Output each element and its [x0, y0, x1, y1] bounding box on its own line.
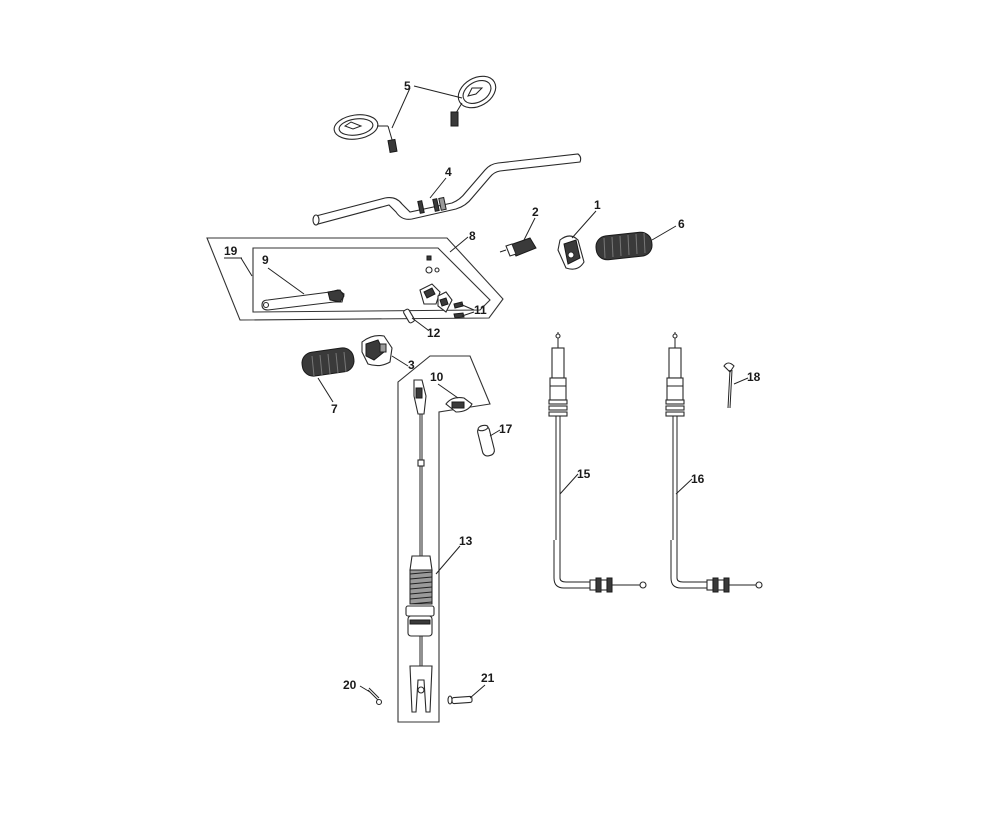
svg-text:9: 9 — [262, 253, 269, 267]
callout-11: 11 — [459, 303, 487, 317]
callout-7: 7 — [317, 377, 338, 416]
svg-text:18: 18 — [747, 370, 761, 384]
svg-text:11: 11 — [474, 303, 487, 317]
handlebar[interactable] — [312, 153, 582, 226]
brake-lever[interactable] — [261, 289, 345, 311]
bracket-hardware[interactable] — [419, 255, 465, 319]
callout-1: 1 — [571, 198, 601, 239]
cable-clip[interactable] — [445, 397, 473, 413]
cotter-pin-20[interactable] — [367, 687, 383, 706]
grip-right[interactable] — [595, 231, 653, 261]
callout-2: 2 — [523, 205, 539, 241]
callout-8: 8 — [449, 229, 476, 253]
svg-text:7: 7 — [331, 402, 338, 416]
svg-text:16: 16 — [691, 472, 705, 486]
svg-text:21: 21 — [481, 671, 495, 685]
throttle-cable-16[interactable] — [665, 332, 763, 593]
cable-spring — [409, 569, 433, 605]
callout-18: 18 — [733, 370, 761, 385]
mirror-right[interactable] — [450, 70, 501, 127]
svg-text:10: 10 — [430, 370, 444, 384]
callout-13: 13 — [435, 534, 473, 575]
svg-text:1: 1 — [594, 198, 601, 212]
svg-text:8: 8 — [469, 229, 476, 243]
callout-6: 6 — [651, 217, 685, 241]
clevis-pin-21[interactable] — [447, 695, 473, 705]
callout-21: 21 — [469, 671, 495, 699]
throttle-tube[interactable] — [499, 237, 537, 257]
throttle-housing[interactable] — [557, 235, 585, 270]
throttle-cable-15[interactable] — [548, 332, 647, 593]
svg-text:6: 6 — [678, 217, 685, 231]
callout-12: 12 — [411, 317, 441, 340]
switch-housing[interactable] — [361, 335, 393, 367]
cotter-pin-18[interactable] — [723, 362, 735, 409]
callout-20: 20 — [343, 678, 371, 693]
callout-15: 15 — [559, 467, 591, 495]
lever-assembly-frame — [206, 237, 504, 321]
svg-text:13: 13 — [459, 534, 473, 548]
callout-3: 3 — [391, 355, 415, 372]
pivot-pin[interactable] — [403, 308, 415, 324]
svg-text:5: 5 — [404, 79, 411, 93]
callout-10: 10 — [430, 370, 459, 399]
svg-text:17: 17 — [499, 422, 513, 436]
callout-19: 19 — [224, 244, 253, 277]
callout-16: 16 — [675, 472, 705, 495]
svg-text:15: 15 — [577, 467, 591, 481]
mirror-left[interactable] — [333, 112, 398, 154]
callout-9: 9 — [262, 253, 305, 295]
grip-left[interactable] — [301, 346, 356, 377]
callout-4: 4 — [429, 165, 452, 199]
callout-5: 5 — [391, 79, 463, 129]
callout-17: 17 — [489, 422, 513, 437]
svg-text:19: 19 — [224, 244, 238, 258]
svg-text:12: 12 — [427, 326, 441, 340]
brake-cable[interactable] — [405, 379, 435, 713]
svg-text:3: 3 — [408, 358, 415, 372]
svg-text:20: 20 — [343, 678, 357, 692]
svg-text:2: 2 — [532, 205, 539, 219]
svg-text:4: 4 — [445, 165, 452, 179]
cable-sleeve[interactable] — [477, 424, 496, 457]
